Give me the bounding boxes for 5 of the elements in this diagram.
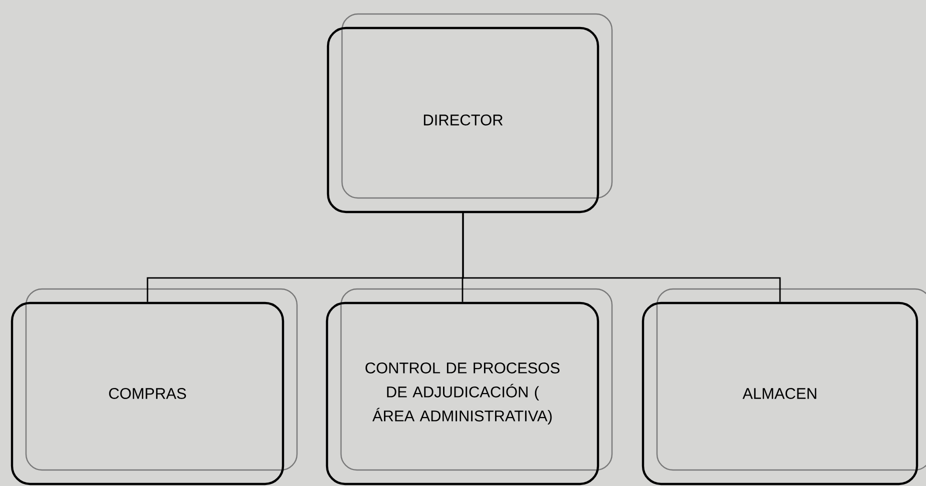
org-box: CONTROL DE PROCESOS DE ADJUDICACIÓN ( ÁREA ADMINISTRATIVA): [326, 288, 613, 486]
org-box: COMPRAS: [10, 288, 298, 486]
org-box: DIRECTOR: [326, 13, 613, 214]
org-box: ALMACEN: [642, 288, 926, 486]
connector-line: [462, 213, 781, 302]
